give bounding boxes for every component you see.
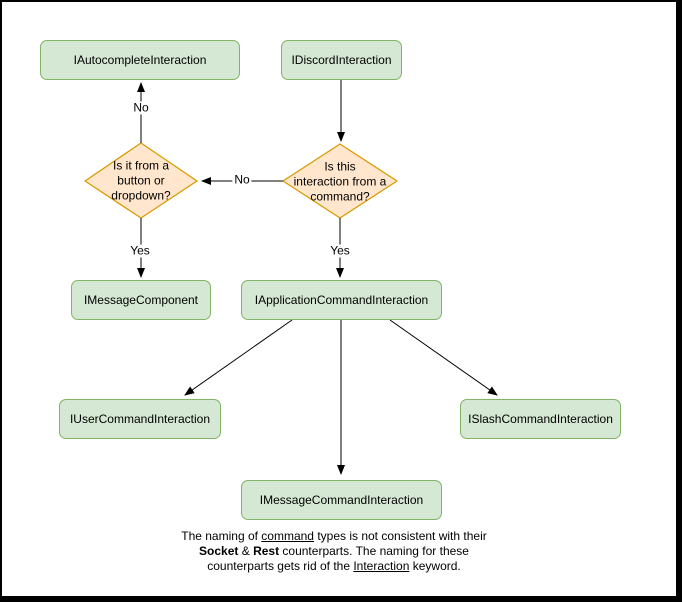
footnote-line-3: counterparts gets rid of the Interaction… bbox=[174, 559, 494, 574]
edge-label-yes-left: Yes bbox=[128, 243, 152, 258]
decision-button-dropdown-label: Is it from a button or dropdown? bbox=[111, 158, 171, 203]
footnote-line-2: Socket & Rest counterparts. The naming f… bbox=[174, 544, 494, 559]
footnote-text: counterparts gets rid of the bbox=[207, 559, 354, 573]
decision-from-command-shape bbox=[282, 143, 398, 219]
node-iautocompleteinteraction: IAutocompleteInteraction bbox=[40, 40, 240, 80]
decision-button-dropdown-shape bbox=[84, 142, 198, 219]
footnote: The naming of command types is not consi… bbox=[174, 529, 494, 574]
decision-from-command-label: Is this interaction from a command? bbox=[293, 159, 387, 204]
footnote-text: keyword. bbox=[409, 559, 461, 573]
footnote-text: & bbox=[238, 544, 254, 558]
footnote-text: The naming of bbox=[181, 529, 262, 543]
footnote-text: counterparts. The naming for these bbox=[279, 544, 469, 558]
node-imessagecomponent: IMessageComponent bbox=[71, 280, 211, 320]
node-idiscordinteraction: IDiscordInteraction bbox=[281, 40, 402, 80]
node-imessagecommandinteraction: IMessageCommandInteraction bbox=[241, 480, 442, 520]
edge-label-no-up: No bbox=[131, 100, 151, 115]
footnote-text: types is not consistent with their bbox=[313, 529, 487, 543]
edge-label-yes-right: Yes bbox=[328, 243, 352, 258]
footnote-underline-interaction: Interaction bbox=[353, 559, 410, 573]
node-iusercommandinteraction: IUserCommandInteraction bbox=[59, 399, 221, 439]
footnote-line-1: The naming of command types is not consi… bbox=[174, 529, 494, 544]
edge-label-no-left: No bbox=[232, 172, 252, 187]
footnote-underline-command: command bbox=[261, 529, 314, 543]
node-iapplicationcommandinteraction: IApplicationCommandInteraction bbox=[241, 280, 442, 320]
node-islashcommandinteraction: ISlashCommandInteraction bbox=[460, 399, 621, 439]
footnote-bold-rest: Rest bbox=[253, 544, 280, 558]
edge-application-to-slash-command bbox=[389, 319, 498, 396]
edge-application-to-user-command bbox=[184, 319, 293, 396]
footnote-bold-socket: Socket bbox=[199, 544, 239, 558]
